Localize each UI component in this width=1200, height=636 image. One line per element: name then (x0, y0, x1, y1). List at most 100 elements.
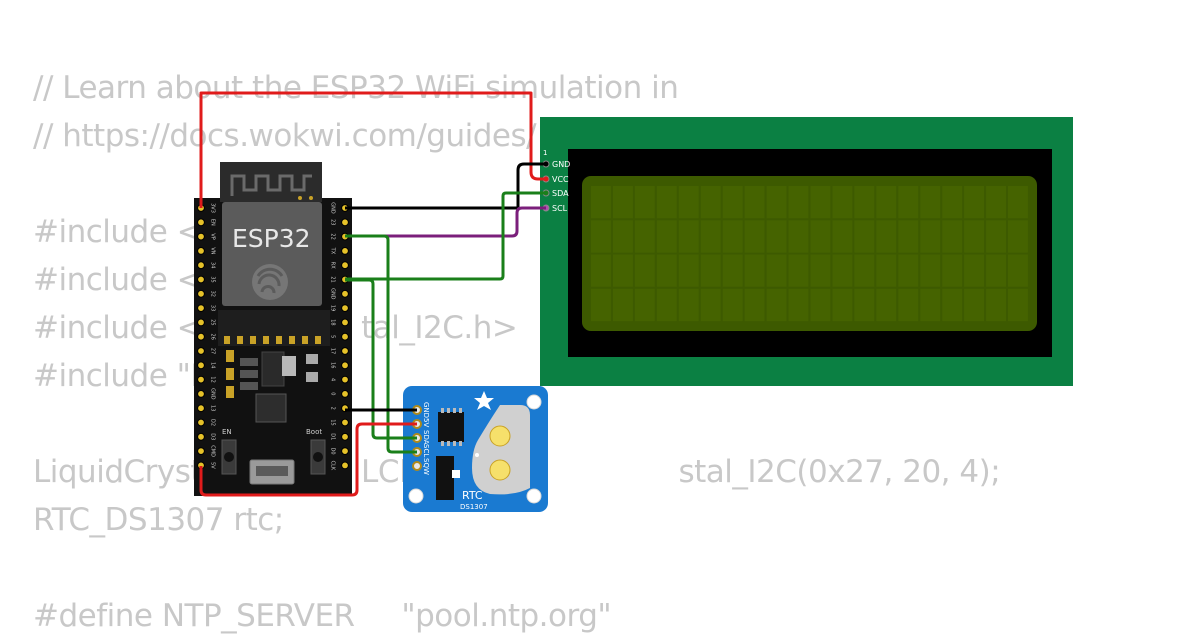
wire-lcd-scl[interactable] (345, 206, 546, 238)
esp32-pin[interactable] (341, 218, 349, 227)
esp32-pin[interactable] (197, 289, 205, 298)
esp32-pin[interactable] (197, 404, 205, 413)
esp32-pin[interactable] (341, 318, 349, 327)
lcd-char-cell (876, 254, 897, 287)
esp32-pin[interactable] (197, 390, 205, 398)
esp32-pin[interactable] (341, 461, 349, 470)
esp32-pin-label: 2 (330, 407, 336, 410)
smd-part (240, 358, 258, 366)
esp32-pin-label: 18 (330, 319, 336, 325)
esp32-pin[interactable] (197, 318, 205, 327)
smd-cap (226, 368, 234, 380)
esp32-pin[interactable] (341, 247, 349, 255)
esp32-pin-label: 34 (210, 262, 216, 268)
lcd-char-cell (810, 220, 831, 253)
esp32-antenna (220, 162, 322, 202)
esp32-pin[interactable] (341, 332, 349, 341)
esp32-pin[interactable] (197, 261, 205, 270)
wire-rtc-scl[interactable] (345, 234, 417, 454)
esp32-pin[interactable] (197, 304, 205, 313)
lcd-char-cell (832, 186, 853, 219)
esp32-pin[interactable] (197, 275, 205, 284)
lcd-char-cell (613, 220, 633, 253)
esp32-pin[interactable] (197, 247, 205, 255)
lcd-char-cell (920, 254, 941, 287)
lcd-pin-label-sda: SDA (552, 189, 569, 198)
esp32-pin-label: GND (210, 388, 216, 400)
esp32-pin[interactable] (341, 347, 349, 355)
esp32-pin[interactable] (341, 261, 349, 270)
lcd-char-cell (986, 186, 1006, 219)
lcd-char-cell (722, 254, 743, 287)
lcd-char-cell (1008, 288, 1028, 322)
module-pads (224, 336, 321, 344)
lcd-char-cell (788, 254, 809, 287)
lcd-char-cell (656, 288, 677, 322)
esp32-left-header: 3V3ENVPVN343532332526271412GND13D2D3CMD5… (197, 203, 216, 470)
rtc-ds1307-module[interactable]: RTC DS1307 GND 5V SDA SCL SQW (403, 386, 548, 512)
esp32-pin-label: 4 (330, 378, 336, 381)
esp32-pin[interactable] (341, 390, 349, 398)
esp32-pin[interactable] (197, 347, 205, 355)
en-button-label: EN (222, 428, 232, 436)
wire-rtc-sda[interactable] (345, 278, 417, 440)
esp32-pin[interactable] (341, 361, 349, 370)
lcd-char-cell (591, 186, 611, 219)
wire-lcd-vcc[interactable] (199, 91, 546, 208)
rtc-pin-label-scl: SCL (422, 444, 430, 457)
esp32-pin-label: 15 (330, 419, 336, 425)
lcd-char-cell (810, 254, 831, 287)
boot-button-label: Boot (306, 428, 322, 436)
rtc-pin-label-5v: 5V (422, 418, 430, 427)
lcd-char-cell (898, 288, 919, 322)
esp32-pin[interactable] (197, 361, 205, 370)
esp32-pin[interactable] (341, 289, 349, 298)
lcd-display[interactable]: 1 GND VCC SDA SCL (540, 117, 1073, 386)
lcd-pin-label-scl: SCL (552, 204, 568, 213)
esp32-pin[interactable] (197, 218, 205, 227)
lcd-char-cell (854, 288, 875, 322)
lcd-char-cell (898, 220, 919, 253)
en-button[interactable] (224, 452, 234, 462)
lcd-char-cell (700, 186, 721, 219)
esp32-pin-label: 14 (210, 362, 216, 368)
esp32-pin[interactable] (197, 232, 205, 241)
esp32-pin[interactable] (341, 432, 349, 441)
esp32-pin[interactable] (197, 432, 205, 441)
lcd-char-cell (656, 254, 677, 287)
smd-part (240, 370, 258, 378)
wire-rtc-5v[interactable] (199, 422, 417, 497)
lcd-char-cell (613, 254, 633, 287)
lcd-char-cell (1008, 186, 1028, 219)
module-pad (302, 336, 308, 344)
rtc-pin-label-gnd: GND (422, 402, 430, 418)
esp32-pin[interactable] (197, 418, 205, 427)
rtc-pin-sqw[interactable] (412, 461, 422, 471)
esp32-devkit[interactable]: ESP32 EN Boot 3V3ENVPVN34353233252627141… (194, 162, 352, 496)
esp32-pin[interactable] (197, 332, 205, 341)
boot-button[interactable] (313, 452, 323, 462)
lcd-char-cell (986, 288, 1006, 322)
esp32-module-base (218, 310, 330, 346)
lcd-char-cell (656, 220, 677, 253)
esp32-pin-label: 32 (210, 291, 216, 297)
esp32-pin[interactable] (341, 304, 349, 313)
espressif-logo-icon (252, 264, 288, 300)
wire-lcd-sda[interactable] (345, 191, 546, 281)
esp32-pin[interactable] (341, 447, 349, 456)
wire-lcd-gnd[interactable] (345, 162, 546, 210)
lcd-char-cell (766, 288, 787, 322)
lcd-char-cell (942, 254, 963, 287)
esp32-pin-label: 27 (210, 348, 216, 354)
esp32-pin[interactable] (341, 375, 349, 384)
esp32-pin-label: 3V3 (210, 203, 216, 213)
lcd-char-cell (766, 220, 787, 253)
esp32-pin[interactable] (197, 375, 205, 384)
lcd-char-cell (986, 220, 1006, 253)
lcd-char-cell (788, 288, 809, 322)
esp32-pin-label: 0 (330, 392, 336, 395)
coin-cell-holder (472, 405, 530, 495)
esp32-pin[interactable] (197, 447, 205, 456)
esp32-pin[interactable] (341, 418, 349, 427)
